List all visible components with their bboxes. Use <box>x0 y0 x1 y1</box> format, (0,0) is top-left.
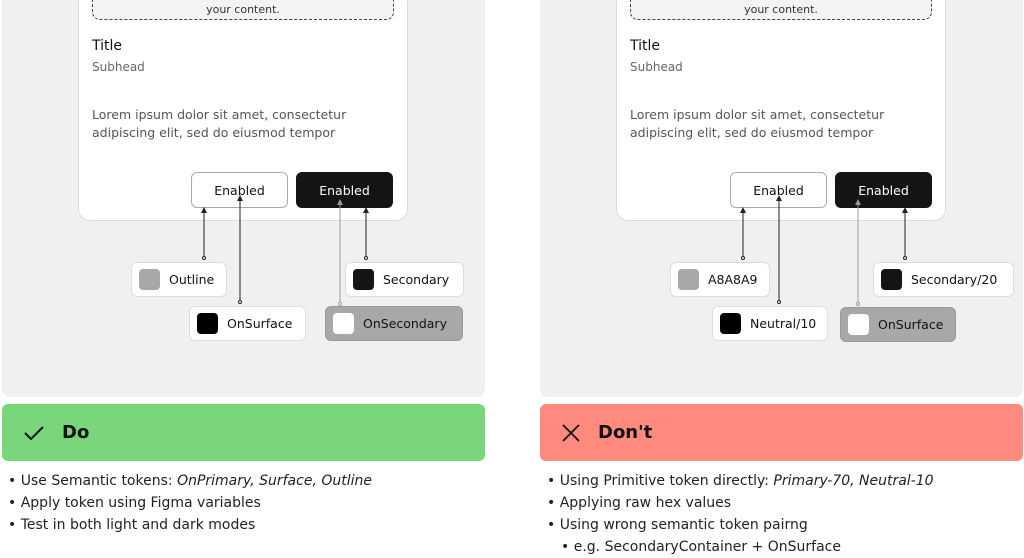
token-a8a8a9: A8A8A9 <box>670 262 770 297</box>
token-onsecondary: OnSecondary <box>325 306 463 341</box>
list-item: Test in both light and dark modes <box>8 514 372 536</box>
filled-button[interactable]: Enabled <box>296 172 393 208</box>
list-item: Using wrong semantic token pairng <box>547 514 934 536</box>
swatch <box>353 269 374 290</box>
do-guidelines: Use Semantic tokens: OnPrimary, Surface,… <box>8 470 372 536</box>
content-placeholder: your content. <box>630 0 932 20</box>
outlined-button[interactable]: Enabled <box>730 172 827 208</box>
card-title: Title <box>92 38 123 54</box>
list-item: Use Semantic tokens: OnPrimary, Surface,… <box>8 470 372 492</box>
dont-guidelines: Using Primitive token directly: Primary-… <box>547 470 934 558</box>
card-body: Lorem ipsum dolor sit amet, consectetur … <box>630 107 885 140</box>
swatch <box>333 313 354 334</box>
swatch <box>848 314 869 335</box>
check-icon <box>24 425 44 440</box>
swatch <box>678 269 699 290</box>
swatch <box>139 269 160 290</box>
card-body: Lorem ipsum dolor sit amet, consectetur … <box>92 107 347 140</box>
swatch <box>881 269 902 290</box>
placeholder-text: your content. <box>744 3 818 16</box>
token-neutral-10: Neutral/10 <box>712 306 828 341</box>
list-item: Using Primitive token directly: Primary-… <box>547 470 934 492</box>
filled-button[interactable]: Enabled <box>835 172 932 208</box>
example-card: your content. Title Subhead Lorem ipsum … <box>78 0 408 221</box>
placeholder-text: your content. <box>206 3 280 16</box>
swatch <box>720 313 741 334</box>
do-example-panel: your content. Title Subhead Lorem ipsum … <box>2 0 485 397</box>
content-placeholder: your content. <box>92 0 394 20</box>
dont-banner: Don't <box>540 404 1023 461</box>
list-item: Apply token using Figma variables <box>8 492 372 514</box>
dont-example-panel: your content. Title Subhead Lorem ipsum … <box>540 0 1023 397</box>
swatch <box>197 313 218 334</box>
token-onsurface: OnSurface <box>840 307 956 342</box>
token-secondary-20: Secondary/20 <box>873 262 1014 297</box>
outlined-button[interactable]: Enabled <box>191 172 288 208</box>
token-outline: Outline <box>131 262 227 297</box>
token-secondary: Secondary <box>345 262 464 297</box>
do-banner: Do <box>2 404 485 461</box>
list-item: e.g. SecondaryContainer + OnSurface <box>547 536 934 558</box>
card-title: Title <box>630 38 661 54</box>
card-subhead: Subhead <box>92 60 145 74</box>
close-icon <box>562 423 580 442</box>
card-subhead: Subhead <box>630 60 683 74</box>
list-item: Applying raw hex values <box>547 492 934 514</box>
token-onsurface: OnSurface <box>189 306 306 341</box>
